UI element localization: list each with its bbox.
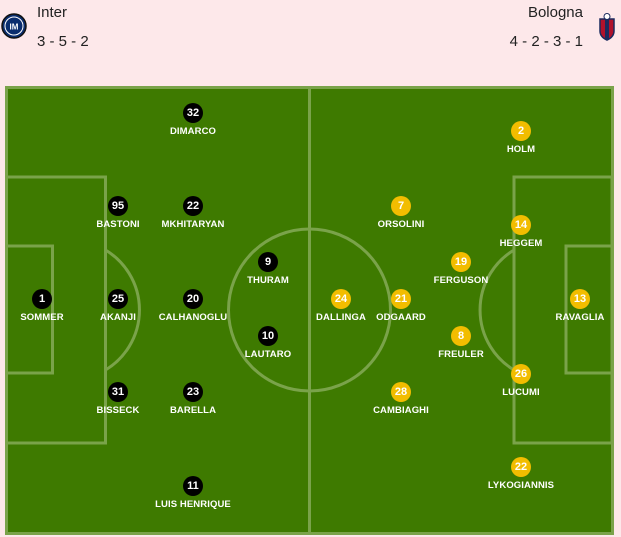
player-akanji[interactable]: 25 AKANJI: [58, 289, 178, 323]
player-mkhitaryan[interactable]: 22 MKHITARYAN: [133, 196, 253, 230]
player-name: FERGUSON: [433, 275, 489, 286]
player-ravaglia[interactable]: 13 RAVAGLIA: [520, 289, 621, 323]
svg-text:IM: IM: [10, 23, 19, 32]
player-name: ORSOLINI: [377, 219, 425, 230]
player-number-badge: 11: [183, 476, 203, 496]
player-name: HEGGEM: [499, 238, 543, 249]
player-name: LUCUMI: [502, 387, 540, 398]
player-name: RAVAGLIA: [555, 312, 605, 323]
player-number-badge: 2: [511, 121, 531, 141]
player-name: SOMMER: [20, 312, 64, 323]
away-formation: 4 - 2 - 3 - 1: [509, 33, 583, 50]
player-name: BASTONI: [96, 219, 140, 230]
player-number-badge: 14: [511, 215, 531, 235]
player-name: FREULER: [438, 349, 484, 360]
player-name: MKHITARYAN: [161, 219, 225, 230]
inter-crest-icon: IM: [1, 13, 27, 44]
home-team-name: Inter: [37, 4, 68, 21]
home-formation: 3 - 5 - 2: [37, 33, 89, 50]
player-name: LYKOGIANNIS: [487, 480, 555, 491]
bologna-crest-icon: [598, 13, 616, 46]
player-number-badge: 28: [391, 382, 411, 402]
player-number-badge: 23: [183, 382, 203, 402]
player-name: LAUTARO: [244, 349, 292, 360]
player-heggem[interactable]: 14 HEGGEM: [461, 215, 581, 249]
player-dimarco[interactable]: 32 DIMARCO: [133, 103, 253, 137]
player-number-badge: 10: [258, 326, 278, 346]
player-number-badge: 22: [511, 457, 531, 477]
player-number-badge: 13: [570, 289, 590, 309]
player-dallinga[interactable]: 24 DALLINGA: [281, 289, 401, 323]
player-luis-henrique[interactable]: 11 LUIS HENRIQUE: [133, 476, 253, 510]
player-holm[interactable]: 2 HOLM: [461, 121, 581, 155]
player-name: DIMARCO: [169, 126, 217, 137]
player-name: BISSECK: [96, 405, 140, 416]
player-ferguson[interactable]: 19 FERGUSON: [401, 252, 521, 286]
player-lautaro[interactable]: 10 LAUTARO: [208, 326, 328, 360]
player-number-badge: 20: [183, 289, 203, 309]
player-odgaard[interactable]: 21 ODGAARD: [341, 289, 461, 323]
player-number-badge: 31: [108, 382, 128, 402]
player-name: BARELLA: [169, 405, 217, 416]
player-number-badge: 9: [258, 252, 278, 272]
player-number-badge: 24: [331, 289, 351, 309]
player-name: CALHANOGLU: [158, 312, 228, 323]
player-number-badge: 95: [108, 196, 128, 216]
player-name: ODGAARD: [376, 312, 426, 323]
player-name: HOLM: [506, 144, 536, 155]
pitch-markings: [5, 86, 614, 535]
player-thuram[interactable]: 9 THURAM: [208, 252, 328, 286]
player-name: DALLINGA: [316, 312, 366, 323]
away-team-name: Bologna: [527, 4, 583, 21]
player-bisseck[interactable]: 31 BISSECK: [58, 382, 178, 416]
player-number-badge: 19: [451, 252, 471, 272]
player-freuler[interactable]: 8 FREULER: [401, 326, 521, 360]
player-name: CAMBIAGHI: [373, 405, 429, 416]
player-calhanoglu[interactable]: 20 CALHANOGLU: [133, 289, 253, 323]
player-cambiaghi[interactable]: 28 CAMBIAGHI: [341, 382, 461, 416]
player-orsolini[interactable]: 7 ORSOLINI: [341, 196, 461, 230]
player-name: LUIS HENRIQUE: [155, 499, 231, 510]
player-number-badge: 21: [391, 289, 411, 309]
player-sommer[interactable]: 1 SOMMER: [0, 289, 102, 323]
player-barella[interactable]: 23 BARELLA: [133, 382, 253, 416]
player-number-badge: 8: [451, 326, 471, 346]
player-number-badge: 25: [108, 289, 128, 309]
player-number-badge: 32: [183, 103, 203, 123]
player-number-badge: 26: [511, 364, 531, 384]
pitch: 1 SOMMER 95 BASTONI 25 AKANJI 31 BISSECK…: [5, 86, 614, 535]
player-lucumi[interactable]: 26 LUCUMI: [461, 364, 581, 398]
player-bastoni[interactable]: 95 BASTONI: [58, 196, 178, 230]
player-number-badge: 1: [32, 289, 52, 309]
player-lykogiannis[interactable]: 22 LYKOGIANNIS: [461, 457, 581, 491]
player-number-badge: 22: [183, 196, 203, 216]
player-name: THURAM: [247, 275, 289, 286]
player-name: AKANJI: [100, 312, 136, 323]
player-number-badge: 7: [391, 196, 411, 216]
